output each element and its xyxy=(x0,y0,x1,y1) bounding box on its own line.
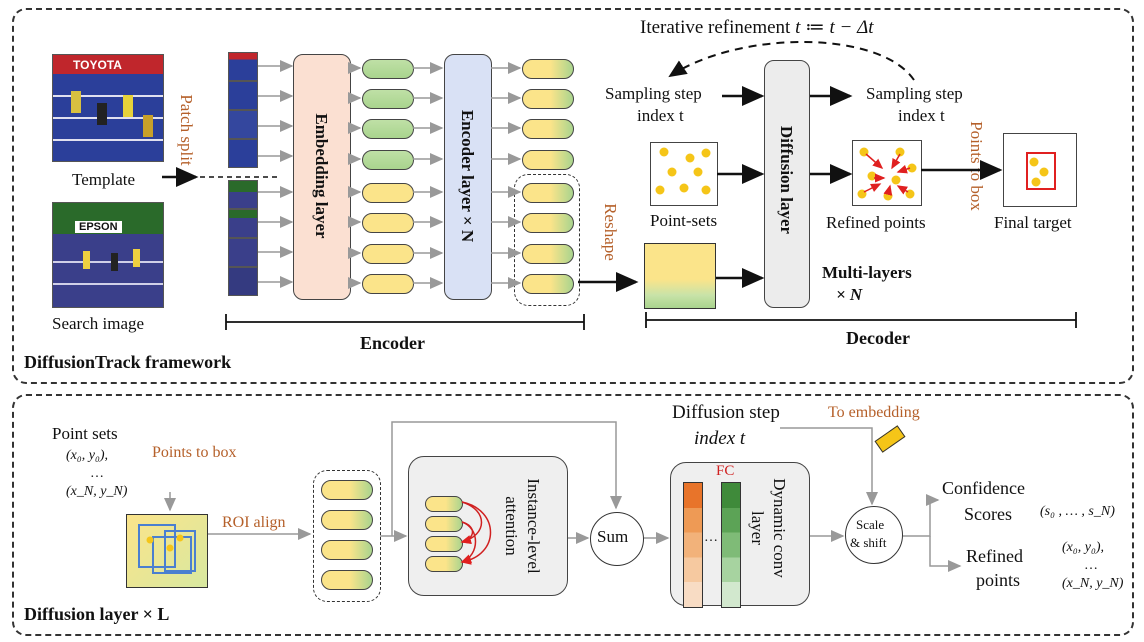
refined-label-1: Refined xyxy=(966,546,1023,566)
encoder-layer xyxy=(444,54,492,300)
scale-shift-node xyxy=(845,506,903,564)
scale-shift-label-1: Scale xyxy=(856,517,885,532)
encoder-label: Encoder xyxy=(360,333,425,353)
multi-layers-count: × N xyxy=(836,285,863,304)
patch xyxy=(228,267,258,296)
token xyxy=(522,213,574,233)
token xyxy=(321,540,373,560)
sampling-output-label-1: Sampling step xyxy=(866,84,963,103)
roi-align-label: ROI align xyxy=(222,514,286,531)
decoder-label: Decoder xyxy=(846,328,910,348)
token xyxy=(522,150,574,170)
refined-coord-first: (x₀, y₀), xyxy=(1062,540,1104,555)
search-token-group xyxy=(514,174,580,306)
token xyxy=(425,516,463,532)
patch xyxy=(228,52,258,81)
token xyxy=(362,89,414,109)
token xyxy=(362,274,414,294)
diffusion-step-label-2: index t xyxy=(694,428,746,449)
patch xyxy=(228,209,258,238)
coord-first: (x₀, y₀), xyxy=(66,448,108,463)
token xyxy=(362,59,414,79)
token xyxy=(522,274,574,294)
framework-title: DiffusionTrack framework xyxy=(24,352,232,372)
iterative-text: Iterative refinement xyxy=(640,17,791,38)
diffusion-step-label-1: Diffusion step xyxy=(672,402,780,423)
search-image-label: Search image xyxy=(52,314,145,333)
coord-dots: … xyxy=(90,466,104,481)
embedding-layer xyxy=(293,54,351,300)
patch xyxy=(228,110,258,139)
token xyxy=(362,150,414,170)
roi-box xyxy=(138,524,176,568)
token xyxy=(362,244,414,264)
iterative-refinement-label: Iterative refinement t ≔ t − Δt xyxy=(640,16,874,39)
token xyxy=(321,480,373,500)
sum-node xyxy=(590,512,644,566)
refined-coord-dots: … xyxy=(1084,558,1098,573)
diffusion-layer-panel-title: Diffusion layer × L xyxy=(24,604,170,624)
fc-ellipsis: … xyxy=(704,530,718,545)
template-image: TOYOTA xyxy=(52,54,164,162)
point-sets-label: Point-sets xyxy=(650,211,718,230)
multi-layers-label: Multi-layers xyxy=(822,263,912,282)
sampling-input-label-2: index t xyxy=(637,106,684,125)
token xyxy=(362,119,414,139)
token xyxy=(522,119,574,139)
search-image: EPSON xyxy=(52,202,164,308)
target-bounding-box xyxy=(1026,152,1056,190)
token xyxy=(522,89,574,109)
confidence-label-1: Confidence xyxy=(942,478,1025,498)
sampling-output-label-2: index t xyxy=(898,106,945,125)
token xyxy=(522,244,574,264)
point-sets-title: Point sets xyxy=(52,424,118,443)
patch xyxy=(228,180,258,209)
fc-vector-orange xyxy=(683,482,703,608)
template-banner-text: TOYOTA xyxy=(73,58,122,72)
token xyxy=(321,510,373,530)
points-to-box-label-2: Points to box xyxy=(152,444,237,461)
refined-points-label: Refined points xyxy=(826,213,926,232)
fc-label: FC xyxy=(716,463,735,479)
token xyxy=(425,536,463,552)
patch xyxy=(228,81,258,110)
final-target-label: Final target xyxy=(994,213,1072,232)
to-embedding-label: To embedding xyxy=(828,404,920,421)
scores-value: (s₀ , … , s_N) xyxy=(1040,504,1115,519)
token xyxy=(522,59,574,79)
patch xyxy=(228,139,258,168)
scale-shift-label-2: & shift xyxy=(850,535,887,550)
token xyxy=(321,570,373,590)
search-banner-text: EPSON xyxy=(75,221,122,233)
roi-box xyxy=(164,530,196,572)
framework-panel xyxy=(12,8,1134,384)
fc-vector-green xyxy=(721,482,741,608)
feature-cube xyxy=(644,243,716,309)
token xyxy=(522,183,574,203)
refined-label-2: points xyxy=(976,570,1021,590)
diffusion-layer-panel xyxy=(12,394,1134,636)
sum-label: Sum xyxy=(597,527,629,546)
iterative-formula: t ≔ t − Δt xyxy=(795,17,874,38)
template-label: Template xyxy=(72,170,136,189)
token xyxy=(362,183,414,203)
refined-coord-last: (x_N, y_N) xyxy=(1062,576,1124,591)
token xyxy=(425,496,463,512)
diffusion-layer xyxy=(764,60,810,308)
sampling-input-label-1: Sampling step xyxy=(605,84,702,103)
coord-last: (x_N, y_N) xyxy=(66,484,128,499)
token xyxy=(362,213,414,233)
confidence-label-2: Scores xyxy=(964,504,1012,524)
roi-box xyxy=(152,536,192,574)
patch xyxy=(228,238,258,267)
